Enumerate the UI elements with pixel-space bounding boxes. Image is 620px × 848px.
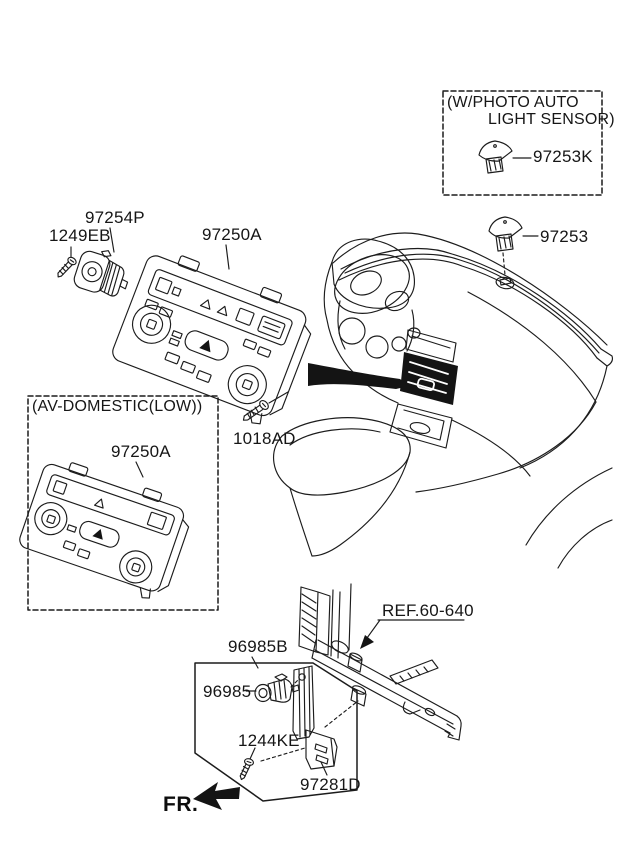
photo-sensor-box-title-line1: (W/PHOTO AUTO bbox=[447, 94, 579, 111]
bracket-97281D-icon bbox=[261, 666, 358, 775]
dashboard-illustration bbox=[274, 233, 613, 568]
callout-97250A-low: 97250A bbox=[111, 442, 171, 461]
callout-97250A-main: 97250A bbox=[202, 225, 262, 244]
callout-97281D: 97281D bbox=[300, 775, 361, 794]
ref-leader-arrow bbox=[360, 620, 464, 649]
photo-sensor-97253K-icon bbox=[479, 141, 531, 173]
switch-97254P-icon bbox=[72, 228, 135, 301]
callout-1249EB: 1249EB bbox=[49, 226, 111, 245]
location-arrow bbox=[308, 363, 409, 389]
callout-97253K: 97253K bbox=[533, 147, 593, 166]
callout-97253: 97253 bbox=[540, 227, 589, 246]
main-heater-control-unit bbox=[106, 245, 320, 431]
fr-direction-arrow-icon bbox=[193, 782, 240, 810]
callout-1244KE: 1244KE bbox=[238, 731, 300, 750]
sensor-96985-icon bbox=[246, 674, 299, 702]
sensor-option-box-outline bbox=[195, 657, 357, 801]
screw-1249EB-icon bbox=[56, 247, 77, 281]
screw-1018AD-icon bbox=[242, 392, 288, 426]
callout-ref-60-640: REF.60-640 bbox=[382, 601, 474, 620]
av-domestic-box-title: (AV-DOMESTIC(LOW)) bbox=[32, 398, 203, 415]
crossmember-beam bbox=[299, 584, 461, 740]
photo-sensor-option-box bbox=[443, 91, 602, 195]
callout-96985: 96985 bbox=[203, 682, 252, 701]
photo-sensor-box-title-line2: LIGHT SENSOR) bbox=[488, 111, 615, 128]
callout-97254P: 97254P bbox=[85, 208, 145, 227]
screw-1244KE-icon bbox=[239, 748, 255, 781]
callout-1018AD: 1018AD bbox=[233, 429, 296, 448]
callout-96985B: 96985B bbox=[228, 637, 288, 656]
light-sensor-97253-icon bbox=[489, 217, 538, 290]
av-domestic-option-box bbox=[28, 396, 218, 610]
front-direction-label: FR. bbox=[163, 793, 199, 816]
low-heater-control-unit bbox=[14, 454, 196, 604]
